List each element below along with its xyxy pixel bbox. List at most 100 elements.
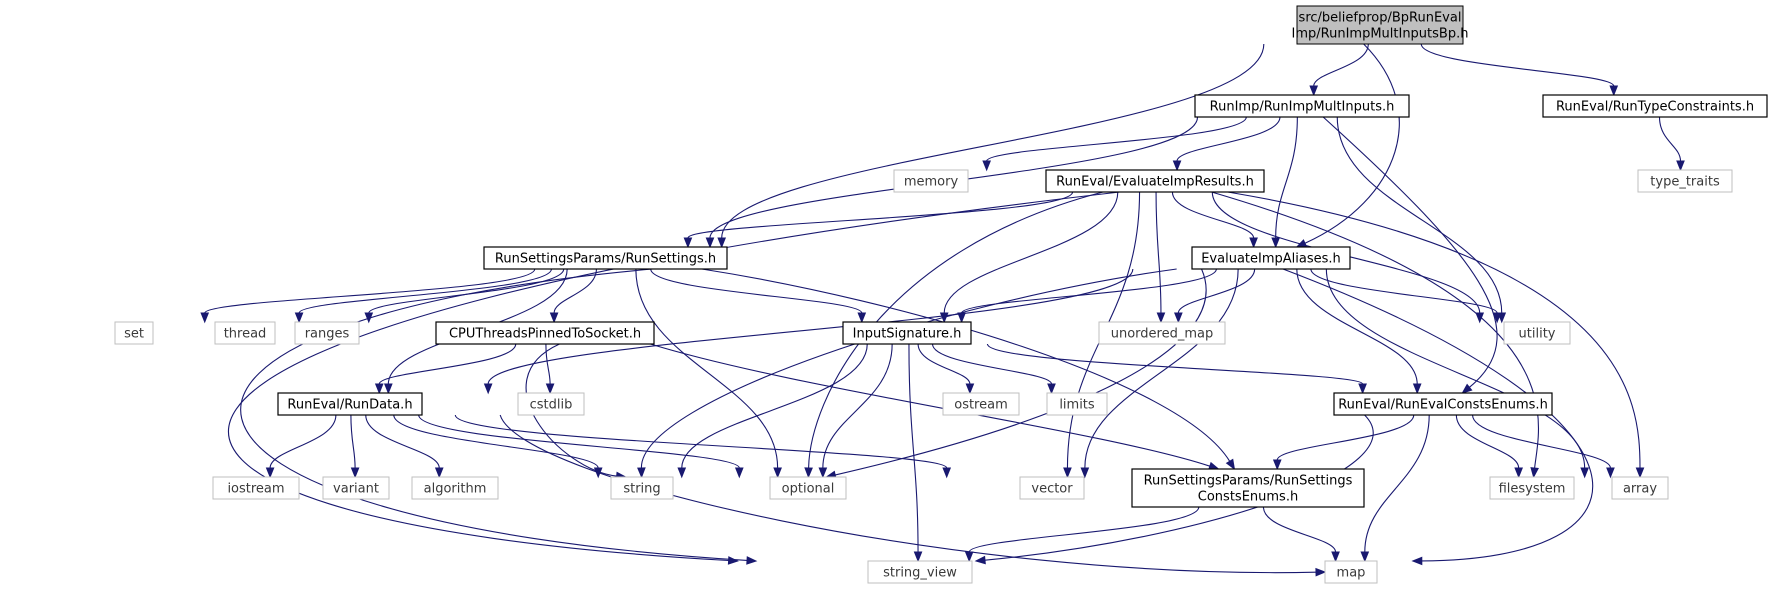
edge-arrowhead-icon (1174, 312, 1183, 324)
edge-run-settings-consts-to-string-view (964, 506, 1200, 563)
edge-arrowhead-icon (1063, 467, 1072, 479)
edge-arrowhead-icon (350, 467, 360, 479)
edge-arrowhead-icon (982, 160, 991, 172)
edge-line (204, 268, 536, 314)
node-run-data[interactable]: RunEval/RunData.h (277, 392, 423, 416)
node-runimp-multinputs[interactable]: RunImp/RunImpMultInputs.h (1194, 94, 1410, 118)
node-box (322, 476, 390, 500)
edge-line (350, 414, 356, 469)
node-run-eval-consts[interactable]: RunEval/RunEvalConstsEnums.h (1333, 392, 1553, 416)
edge-line (1658, 116, 1682, 162)
node-label: ostream (954, 398, 1008, 413)
node-run-settings[interactable]: RunSettingsParams/RunSettings.h (483, 246, 728, 270)
edge-line (986, 116, 1247, 162)
node-box (1019, 476, 1085, 500)
edge-line (393, 414, 599, 469)
edge-line (378, 343, 517, 385)
node-label: CPUThreadsPinnedToSocket.h (449, 327, 641, 342)
node-box (1611, 476, 1669, 500)
edge-line (1296, 268, 1418, 385)
node-evaluate-imp-aliases[interactable]: EvaluateImpAliases.h (1191, 246, 1351, 270)
node-box (294, 321, 360, 345)
edge-arrowhead-icon (1635, 467, 1645, 479)
edge-input-signature-to-run-eval-consts (986, 343, 1367, 395)
edge-run-eval-consts-to-filesystem (1455, 414, 1523, 479)
edge-arrowhead-icon (1360, 551, 1370, 563)
node-label: filesystem (1499, 482, 1566, 497)
edge-arrowhead-icon (1514, 467, 1523, 479)
node-box (1296, 5, 1464, 45)
node-memory: memory (893, 169, 969, 193)
edge-line (835, 268, 1207, 476)
node-input-signature[interactable]: InputSignature.h (842, 321, 972, 345)
node-label: thread (224, 327, 267, 342)
node-iostream: iostream (212, 476, 300, 500)
edge-line (1227, 191, 1641, 469)
node-box (942, 392, 1020, 416)
node-label: string_view (883, 566, 957, 581)
edge-runtype-constraints-to-type-traits (1658, 116, 1685, 172)
edge-run-data-to-optional (418, 414, 744, 479)
edge-line (1176, 116, 1281, 162)
node-label: RunSettingsParams/RunSettings.h (495, 252, 716, 267)
node-label: limits (1059, 398, 1095, 413)
edge-evaluate-imp-results-to-run-settings (683, 191, 1074, 249)
edge-line (525, 343, 617, 477)
node-label: RunEval/RunEvalConstsEnums.h (1338, 398, 1548, 413)
node-evaluate-imp-results[interactable]: RunEval/EvaluateImpResults.h (1045, 169, 1265, 193)
node-box (1191, 246, 1351, 270)
edge-cpu-threads-to-run-data (374, 343, 517, 395)
node-limits: limits (1046, 392, 1108, 416)
edge-runimp-multinputs-to-evaluate-imp-results (1172, 116, 1281, 172)
node-utility: utility (1503, 321, 1571, 345)
edge-arrowhead-icon (1156, 312, 1166, 324)
edge-line (1177, 268, 1256, 314)
edge-root-to-runtype-constraints (1420, 43, 1619, 97)
node-box (1542, 94, 1768, 118)
node-box (277, 392, 423, 416)
edge-arrowhead-icon (683, 237, 693, 249)
node-ostream: ostream (942, 392, 1020, 416)
edge-run-data-to-algorithm (365, 414, 444, 479)
node-box (1503, 321, 1571, 345)
node-box (610, 476, 674, 500)
node-array: array (1611, 476, 1669, 500)
node-label: vector (1031, 482, 1073, 497)
edge-line (917, 343, 971, 385)
edge-arrowhead-icon (1172, 160, 1182, 172)
node-label: RunImp/RunImpMultInputs.h (1210, 100, 1395, 115)
edge-line (1276, 414, 1415, 461)
edge-line (1211, 191, 1540, 469)
edge-arrowhead-icon (1411, 556, 1423, 566)
edge-line (931, 343, 1053, 385)
edge-line (1420, 43, 1615, 87)
edge-arrowhead-icon (942, 467, 952, 479)
edge-arrowhead-icon (1047, 383, 1056, 395)
edge-arrowhead-icon (1358, 383, 1367, 395)
node-ranges: ranges (294, 321, 360, 345)
edge-input-signature-to-ostream (917, 343, 975, 395)
edge-line (908, 343, 919, 553)
node-label: algorithm (424, 482, 487, 497)
node-runtype-constraints[interactable]: RunEval/RunTypeConstraints.h (1542, 94, 1768, 118)
node-cpu-threads[interactable]: CPUThreadsPinnedToSocket.h (435, 321, 655, 345)
node-box (411, 476, 499, 500)
edge-line (701, 268, 1231, 462)
node-box (1046, 392, 1108, 416)
edge-arrowhead-icon (734, 467, 744, 479)
edge-line (1310, 268, 1498, 314)
node-set: set (114, 321, 154, 345)
edge-arrowhead-icon (545, 383, 555, 395)
edge-run-data-to-variant (350, 414, 360, 479)
edge-run-settings-to-cpu-threads (549, 268, 597, 324)
edge-line (418, 414, 740, 469)
node-string: string (610, 476, 674, 500)
node-label: optional (782, 482, 835, 497)
edge-line (553, 268, 597, 314)
edge-arrowhead-icon (818, 467, 828, 479)
node-box (769, 476, 847, 500)
node-label: type_traits (1650, 175, 1720, 190)
edge-line (454, 414, 948, 469)
